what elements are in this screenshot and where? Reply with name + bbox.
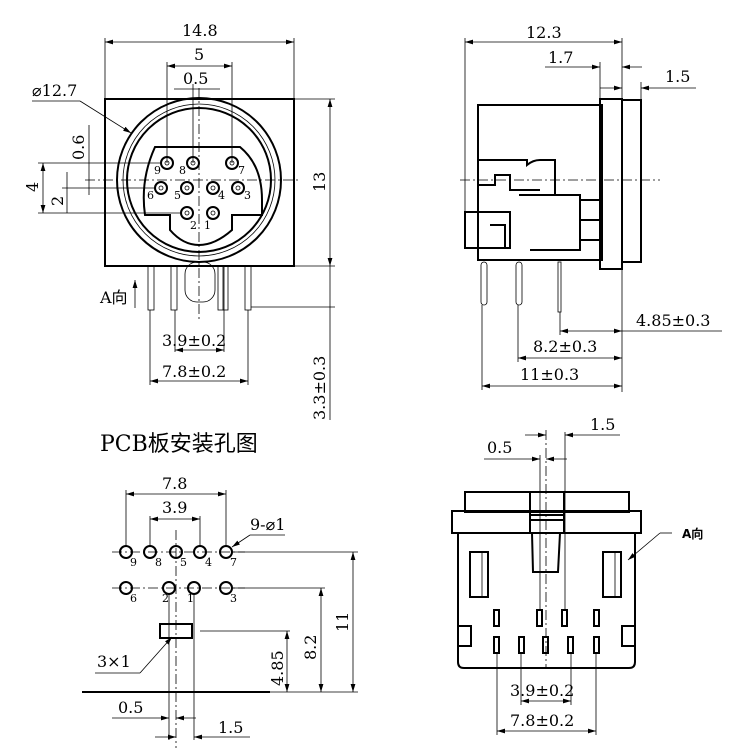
dim-pitch-small: 3.9±0.2	[162, 331, 226, 350]
pcb-dim-span: 7.8	[162, 474, 187, 493]
dim-width: 14.8	[182, 21, 218, 40]
side-flange	[599, 98, 623, 270]
pin-label-2: 2	[190, 219, 197, 232]
dim-height-2: 2	[48, 196, 67, 206]
pin-label-9: 9	[154, 164, 161, 177]
side-front-plate	[621, 99, 642, 263]
dim-height: 13	[310, 172, 329, 192]
pcb-dim-pitch: 3.9	[162, 498, 187, 517]
dim-diameter: ⌀12.7	[32, 81, 77, 100]
bottom-view: 1.5 0.5 A向 3.9±0.2 7.8±0.2	[451, 415, 703, 735]
contact-pins	[154, 156, 245, 220]
hole-label-9: 9	[130, 556, 137, 569]
dim-pin-span: 5	[194, 45, 204, 64]
pcb-dim-slot-distance: 4.85	[268, 650, 287, 686]
pin-label-6: 6	[147, 189, 154, 202]
hole-label-6: 6	[130, 592, 137, 605]
hole-label-5: 5	[180, 556, 187, 569]
pin-label-1: 1	[204, 219, 211, 232]
side-pin-3	[557, 261, 562, 313]
dim-pin-length: 3.3±0.3	[310, 356, 329, 420]
side-pin-1	[480, 261, 488, 306]
pcb-dim-row2-distance: 8.2	[301, 635, 320, 660]
dim-flange2: 1.5	[665, 67, 690, 86]
pcb-slot-spec: 3×1	[97, 652, 131, 671]
dim-offset: 0.5	[183, 69, 208, 88]
pcb-dim-offset2: 1.5	[218, 718, 243, 737]
dim-pin2-distance: 8.2±0.3	[533, 337, 597, 356]
pin-label-3: 3	[244, 189, 251, 202]
direction-a-label: A向	[99, 288, 128, 307]
bottom-dim-pitch-large: 7.8±0.2	[510, 711, 574, 730]
key-slot	[531, 532, 561, 573]
pin-label-7: 7	[238, 164, 245, 177]
bottom-dim-offset: 0.5	[487, 438, 512, 457]
pcb-title: PCB板安装孔图	[100, 432, 258, 457]
dim-depth: 12.3	[526, 23, 562, 42]
pin-label-5: 5	[174, 189, 181, 202]
bottom-body	[457, 533, 636, 669]
hole-label-4: 4	[205, 556, 212, 569]
bottom-dim-offset2: 1.5	[590, 415, 615, 434]
side-view: 12.3 1.7 1.5 4.85±0.3 8.2±0.3 11±0.3	[460, 23, 722, 392]
pcb-dim-offset: 0.5	[118, 698, 143, 717]
pcb-view: PCB板安装孔图 9 8 5 4 7 6 2 1 3 7.8	[82, 432, 358, 748]
bottom-direction-a-label: A向	[682, 526, 703, 541]
dim-pin1-distance: 4.85±0.3	[636, 311, 710, 330]
bottom-pins	[493, 609, 600, 654]
pcb-dim-row1-distance: 11	[333, 612, 352, 632]
pin-label-8: 8	[179, 164, 186, 177]
hole-label-2: 2	[162, 592, 169, 605]
side-pin-2	[515, 261, 523, 306]
hole-label-8: 8	[155, 556, 162, 569]
bottom-top-plate	[464, 491, 630, 513]
dim-pitch-large: 7.8±0.2	[162, 362, 226, 381]
pin-label-4: 4	[218, 189, 225, 202]
dim-row-gap: 0.6	[69, 135, 88, 160]
side-body	[477, 104, 603, 261]
hole-label-7: 7	[230, 556, 237, 569]
front-view: 9 8 7 6 5 4 3 2 1 14.8 5 0.5 ⌀12.7 4	[23, 21, 335, 420]
hole-label-1: 1	[187, 592, 194, 605]
key-tab	[184, 261, 216, 303]
bottom-dim-pitch-small: 3.9±0.2	[510, 681, 574, 700]
pcb-hole-spec: 9-⌀1	[250, 515, 285, 534]
dim-pin3-distance: 11±0.3	[520, 365, 579, 384]
front-body	[104, 98, 295, 267]
pins	[147, 265, 252, 311]
dim-flange: 1.7	[548, 48, 573, 67]
hole-label-3: 3	[230, 592, 237, 605]
dim-height-4: 4	[23, 182, 42, 192]
